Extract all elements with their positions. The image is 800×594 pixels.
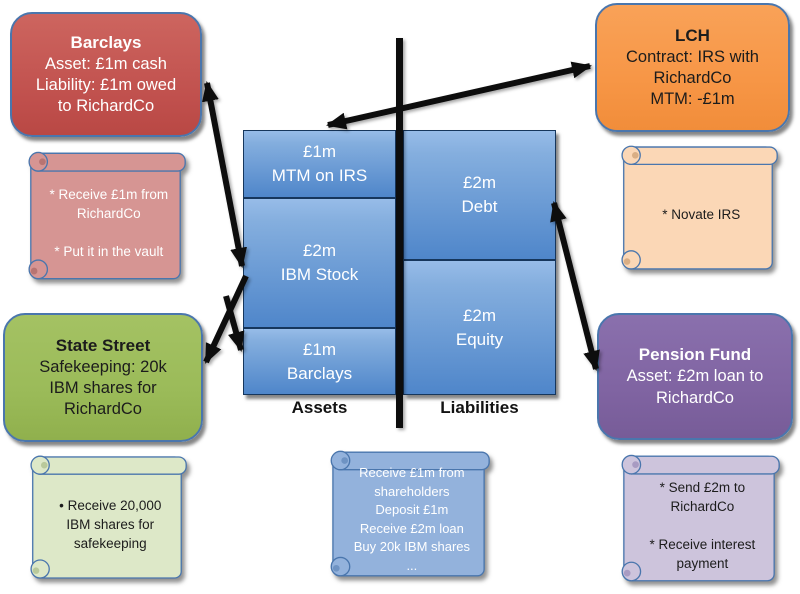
- arrow-state-street-balance-sheet: [223, 295, 245, 352]
- note-scroll-richardco-actions: Receive £1m from shareholders Deposit £1…: [322, 443, 490, 585]
- scroll-shape-icon: [330, 450, 490, 577]
- note-text-lch: * Novate IRS: [662, 207, 741, 223]
- entity-title-state-street: State Street: [55, 335, 151, 355]
- entity-box-state-street: State Street Safekeeping: 20k IBM shares…: [3, 313, 203, 442]
- cell-label: Barclays: [286, 363, 353, 383]
- entity-body-barclays: Asset: £1m cash Liability: £1m owed to R…: [35, 54, 177, 116]
- entity-box-barclays: Barclays Asset: £1m cash Liability: £1m …: [10, 12, 202, 137]
- entity-title-lch: LCH: [675, 25, 710, 45]
- entity-box-pension-fund: Pension Fund Asset: £2m loan to RichardC…: [597, 313, 793, 440]
- note-text-barclays: * Receive £1m from RichardCo * Put it in…: [49, 186, 169, 260]
- note-scroll-barclays: * Receive £1m from RichardCo * Put it in…: [20, 144, 186, 288]
- note-scroll-state-street: • Receive 20,000 IBM shares for safekeep…: [22, 448, 187, 587]
- entity-title-pension-fund: Pension Fund: [638, 345, 752, 365]
- scroll-curl-top-icon: [28, 151, 49, 172]
- note-scroll-lch: * Novate IRS: [613, 138, 778, 278]
- scroll-shape-icon: [30, 455, 187, 579]
- scroll-shape-icon: [621, 454, 780, 582]
- entity-body-pension-fund: Asset: £2m loan to RichardCo: [626, 367, 764, 407]
- cell-value: £2m: [462, 173, 497, 193]
- cell-debt: £2m Debt: [403, 130, 556, 260]
- cell-mtm-on-irs: £1m MTM on IRS: [243, 130, 396, 198]
- cell-label: Equity: [455, 329, 504, 349]
- balance-sheet-assets-column: £1m MTM on IRS £2m IBM Stock £1m Barclay…: [243, 130, 396, 395]
- entity-box-lch: LCH Contract: IRS with RichardCo MTM: -£…: [595, 3, 790, 132]
- cell-value: £2m: [302, 241, 337, 261]
- assets-column-label: Assets: [291, 398, 348, 417]
- arrow-balance-sheet-barclays: [202, 81, 247, 268]
- entity-body-lch: Contract: IRS with RichardCo MTM: -£1m: [626, 47, 759, 109]
- arrow-balance-sheet-state-street: [203, 274, 249, 364]
- cell-equity: £2m Equity: [403, 260, 556, 395]
- cell-label: IBM Stock: [280, 265, 359, 284]
- scroll-shape-icon: [621, 145, 778, 270]
- liabilities-column-label: Liabilities: [440, 398, 519, 417]
- note-text-pension-fund: * Send £2m to RichardCo * Receive intere…: [649, 479, 756, 572]
- note-text-richardco-actions: Receive £1m from shareholders Deposit £1…: [353, 465, 471, 573]
- scroll-curl-top-icon: [330, 450, 351, 471]
- cell-value: £2m: [462, 305, 497, 325]
- note-scroll-pension-fund: * Send £2m to RichardCo * Receive intere…: [613, 447, 780, 590]
- cell-ibm-stock: £2m IBM Stock: [243, 198, 396, 328]
- note-text-state-street: • Receive 20,000 IBM shares for safekeep…: [59, 497, 162, 552]
- scroll-curl-top-icon: [621, 454, 642, 475]
- cell-barclays-deposit: £1m Barclays: [243, 328, 396, 395]
- cell-value: £1m: [302, 142, 337, 162]
- balance-sheet-liabilities-column: £2m Debt £2m Equity: [403, 130, 556, 395]
- scroll-curl-top-icon: [621, 145, 641, 166]
- cell-label: MTM on IRS: [271, 166, 368, 185]
- scroll-curl-top-icon: [30, 455, 50, 475]
- cell-label: Debt: [461, 197, 498, 216]
- cell-value: £1m: [302, 339, 337, 359]
- entity-body-state-street: Safekeeping: 20k IBM shares for RichardC…: [39, 357, 167, 419]
- scroll-shape-icon: [28, 151, 186, 280]
- arrow-debt-pension-fund: [550, 201, 600, 371]
- entity-title-barclays: Barclays: [70, 32, 142, 52]
- arrow-mtm-lch: [326, 61, 592, 130]
